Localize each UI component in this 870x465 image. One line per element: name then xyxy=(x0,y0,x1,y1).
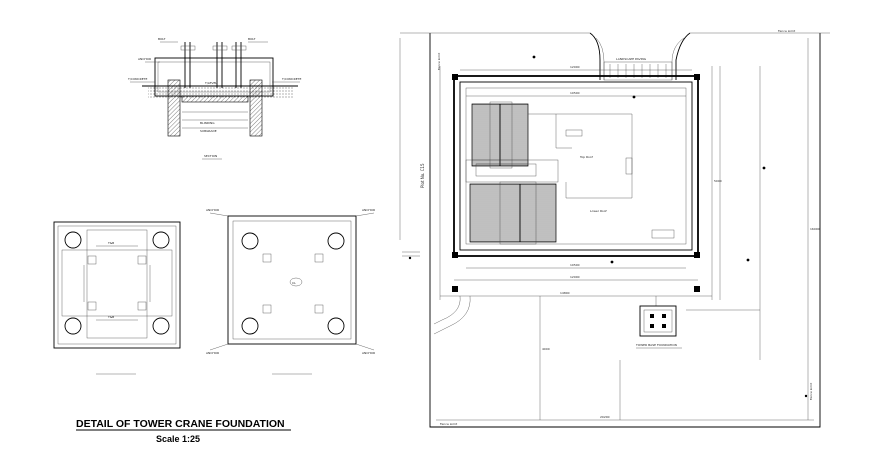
svg-text:5000: 5000 xyxy=(714,179,722,183)
lower-roof-label: Lower Roof xyxy=(590,209,608,213)
svg-text:14800: 14800 xyxy=(560,291,570,295)
svg-text:10500: 10500 xyxy=(570,91,580,95)
svg-text:T&B: T&B xyxy=(107,241,114,245)
svg-text:T&B: T&B xyxy=(107,315,114,319)
svg-text:T/LEVEL: T/LEVEL xyxy=(204,81,217,85)
svg-text:ANCHOR: ANCHOR xyxy=(362,208,375,212)
fence-label-bottom: Fence Limit xyxy=(440,422,458,426)
stair-block-lower xyxy=(469,181,557,245)
svg-text:BLINDING: BLINDING xyxy=(200,121,215,125)
driveway-note: LANDSCAPE PAVING xyxy=(616,57,647,61)
svg-text:T/CONCRETE: T/CONCRETE xyxy=(281,77,301,81)
tower-base-foundation: TOWER BASE FOUNDATION xyxy=(635,305,682,349)
fence-label-top-left: Fence Limit xyxy=(437,52,441,70)
foundation-section-detail: T/CONCRETE T/CONCRETE ANCHOR BOLT BOLT T… xyxy=(127,37,301,160)
svg-text:SUBGRADE: SUBGRADE xyxy=(200,129,217,133)
svg-text:ANCHOR: ANCHOR xyxy=(206,208,219,212)
section-label: SECTION xyxy=(204,154,217,158)
top-roof-label: Top Roof xyxy=(579,155,594,159)
svg-text:12000: 12000 xyxy=(570,275,580,279)
stair-block-upper xyxy=(471,101,529,169)
foundation-plan-left: T&B T&B xyxy=(53,221,181,375)
svg-text:BOLT: BOLT xyxy=(158,37,166,41)
center-mark: CL xyxy=(292,281,296,285)
fence-label-right: Fence Limit xyxy=(809,382,813,400)
drawing-title-block: DETAIL OF TOWER CRANE FOUNDATION Scale 1… xyxy=(76,418,291,444)
svg-text:20200: 20200 xyxy=(600,415,610,419)
tower-base-label: TOWER BASE FOUNDATION xyxy=(635,343,677,347)
svg-text:12000: 12000 xyxy=(570,65,580,69)
drawing-title: DETAIL OF TOWER CRANE FOUNDATION xyxy=(76,418,285,430)
fence-label-top-right: Fence Limit xyxy=(778,29,796,33)
svg-text:ANCHOR: ANCHOR xyxy=(206,351,219,355)
foundation-plan-right: CL ANCHOR ANCHOR ANCHOR ANCHOR xyxy=(206,208,375,375)
anchor-bolts xyxy=(180,42,247,88)
plot-label: Plot No. C15 xyxy=(420,163,425,188)
piles xyxy=(167,79,263,137)
svg-text:ANCHOR: ANCHOR xyxy=(138,57,151,61)
site-plan: Fence Limit Fence Limit Fence Limit Fenc… xyxy=(399,29,830,428)
svg-text:BOLT: BOLT xyxy=(248,37,256,41)
drawing-scale: Scale 1:25 xyxy=(156,434,200,444)
svg-text:16000: 16000 xyxy=(810,227,820,231)
svg-text:10500: 10500 xyxy=(570,263,580,267)
svg-text:ANCHOR: ANCHOR xyxy=(362,351,375,355)
svg-text:T/CONCRETE: T/CONCRETE xyxy=(127,77,147,81)
svg-text:4000: 4000 xyxy=(542,347,550,351)
